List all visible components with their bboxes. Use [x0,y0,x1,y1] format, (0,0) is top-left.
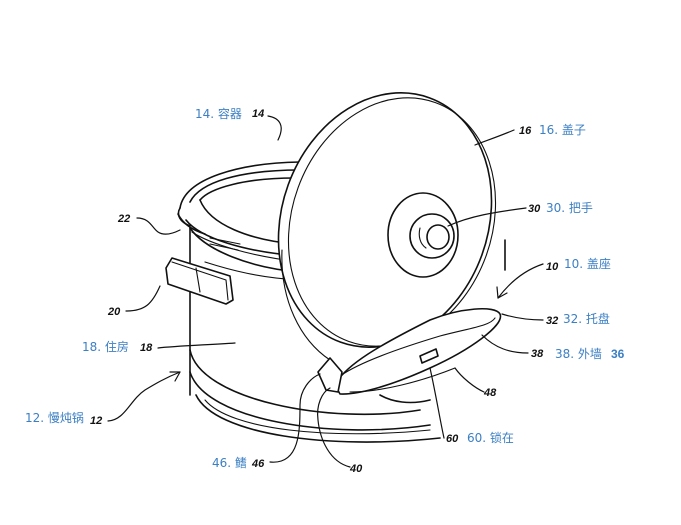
callout-14-label: 14. 容器 [195,106,242,121]
lid [277,92,497,361]
callout-12-num: 12 [90,415,102,427]
callout-46-label: 46. 鳍 [212,456,247,470]
lid-handle [387,192,459,278]
callout-22-num: 22 [117,213,130,225]
side-handle [165,257,234,305]
callout-60-num: 60 [446,433,459,445]
callout-10-num: 10 [546,261,559,273]
callout-10-label: 10. 盖座 [564,256,611,271]
callout-12-label: 12. 慢炖锅 [25,410,84,425]
leader-lines [107,115,544,468]
lid-rest [317,308,502,404]
callout-32-label: 32. 托盘 [563,311,610,326]
callout-16-label: 16. 盖子 [539,123,586,137]
callout-30-num: 30 [528,203,541,215]
callout-14-num: 14 [252,108,264,120]
callout-20-num: 20 [107,306,121,318]
callout-60-label: 60. 锁在 [467,430,514,445]
callout-18-label: 18. 住房 [82,339,129,354]
callout-18-num: 18 [140,342,153,354]
callout-38-label: 38. 外墙 [555,347,602,361]
callout-16-num: 16 [519,125,532,137]
callout-30-label: 30. 把手 [546,201,593,215]
callout-48-num: 48 [483,387,497,399]
callout-46-num: 46 [251,458,265,470]
callout-40-num: 40 [349,463,363,475]
callout-32-num: 32 [546,315,558,327]
callout-labels: 14. 容器 16. 盖子 30. 把手 10. 盖座 32. 托盘 18. 住… [25,106,625,470]
callout-36-num: 36 [611,347,625,361]
callout-numbers: 14 16 22 30 10 20 32 18 38 12 48 60 46 4… [90,108,559,475]
callout-38-num: 38 [531,348,544,360]
